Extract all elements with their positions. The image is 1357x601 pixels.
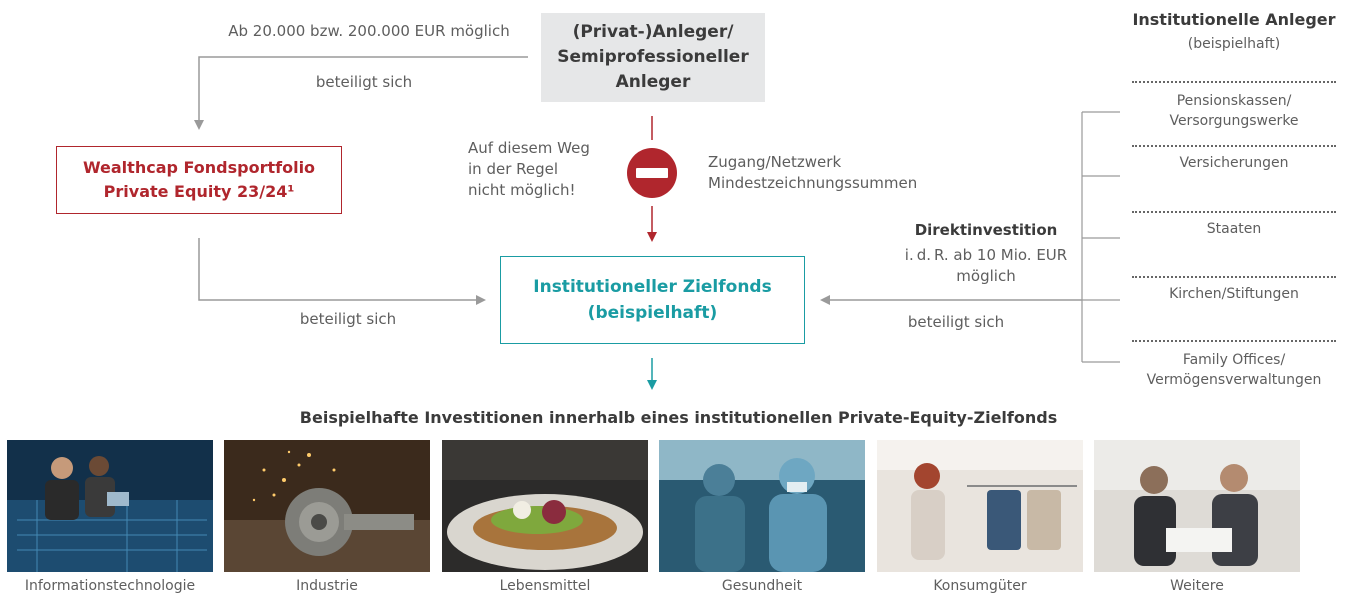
- barrier-line: Mindestzeichnungssummen: [708, 174, 918, 192]
- it-professionals-photo: [7, 440, 213, 572]
- example-caption: Weitere: [1170, 578, 1224, 594]
- divider: [1132, 81, 1336, 83]
- institutional-item-states: Staaten: [1132, 219, 1336, 239]
- not-possible-line: nicht möglich!: [468, 181, 576, 199]
- item-line: Versorgungswerke: [1169, 113, 1299, 129]
- barrier-line: Zugang/Netzwerk: [708, 153, 842, 171]
- minimum-investment-label: Ab 20.000 bzw. 200.000 EUR möglich: [228, 22, 510, 40]
- divider: [1132, 211, 1336, 213]
- direct-investment-title: Direktinvestition: [914, 221, 1058, 239]
- participates-label-left: beteiligt sich: [299, 310, 397, 328]
- clothing-shopper-photo: [877, 440, 1083, 572]
- wealthcap-fund-box: Wealthcap Fondsportfolio Private Equity …: [56, 146, 342, 214]
- institutional-investors-title: Institutionelle Anleger: [1132, 10, 1336, 29]
- surgeons-photo: [659, 440, 865, 572]
- institutional-item-insurers: Versicherungen: [1132, 153, 1336, 173]
- arrow-investor-to-fund: [194, 56, 528, 130]
- wealthcap-fund-label: Wealthcap Fondsportfolio Private Equity …: [82, 158, 316, 201]
- institutional-item-churches: Kirchen/Stiftungen: [1132, 284, 1336, 304]
- lathe-sparks-photo: [224, 440, 430, 572]
- direct-detail-line: möglich: [956, 267, 1016, 285]
- examples-heading: Beispielhafte Investitionen innerhalb ei…: [299, 408, 1058, 427]
- retail-investor-box: (Privat-)Anleger/ Semiprofessioneller An…: [541, 13, 765, 102]
- direct-detail-line: i. d. R. ab 10 Mio. EUR: [904, 246, 1068, 264]
- participates-label-right: beteiligt sich: [907, 313, 1005, 331]
- no-entry-icon: [627, 148, 677, 198]
- divider: [1132, 340, 1336, 342]
- participates-label-top: beteiligt sich: [315, 73, 413, 91]
- retail-investor-label: (Privat-)Anleger/ Semiprofessioneller An…: [557, 22, 749, 92]
- not-possible-note: Auf diesem Weg in der Regel nicht möglic…: [468, 138, 608, 201]
- institutional-investors-subtitle: (beispielhaft): [1187, 36, 1281, 52]
- barrier-note: Zugang/Netzwerk Mindestzeichnungssummen: [708, 152, 968, 194]
- item-line: Vermögensverwaltungen: [1146, 372, 1322, 388]
- divider: [1132, 145, 1336, 147]
- example-caption: Industrie: [296, 578, 358, 594]
- food-plate-photo: [442, 440, 648, 572]
- institutional-target-fund-label: Institutioneller Zielfonds (beispielhaft…: [533, 277, 772, 323]
- example-caption: Informationstechnologie: [24, 578, 196, 594]
- business-meeting-photo: [1094, 440, 1300, 572]
- item-line: Kirchen/Stiftungen: [1169, 286, 1299, 302]
- item-line: Versicherungen: [1179, 155, 1289, 171]
- example-caption: Lebensmittel: [499, 578, 591, 594]
- item-line: Pensionskassen/: [1176, 93, 1292, 109]
- institutional-item-pension-funds: Pensionskassen/ Versorgungswerke: [1132, 91, 1336, 131]
- divider: [1132, 276, 1336, 278]
- example-caption: Konsumgüter: [933, 578, 1027, 594]
- institutional-target-fund-box: Institutioneller Zielfonds (beispielhaft…: [500, 256, 805, 344]
- not-possible-line: in der Regel: [468, 160, 559, 178]
- institutional-item-family-offices: Family Offices/ Vermögensverwaltungen: [1132, 350, 1336, 390]
- not-possible-line: Auf diesem Weg: [468, 139, 590, 157]
- item-line: Staaten: [1206, 221, 1262, 237]
- arrow-fund-to-target: [198, 238, 486, 305]
- direct-investment-detail: i. d. R. ab 10 Mio. EUR möglich: [876, 245, 1096, 287]
- item-line: Family Offices/: [1182, 352, 1286, 368]
- example-caption: Gesundheit: [721, 578, 803, 594]
